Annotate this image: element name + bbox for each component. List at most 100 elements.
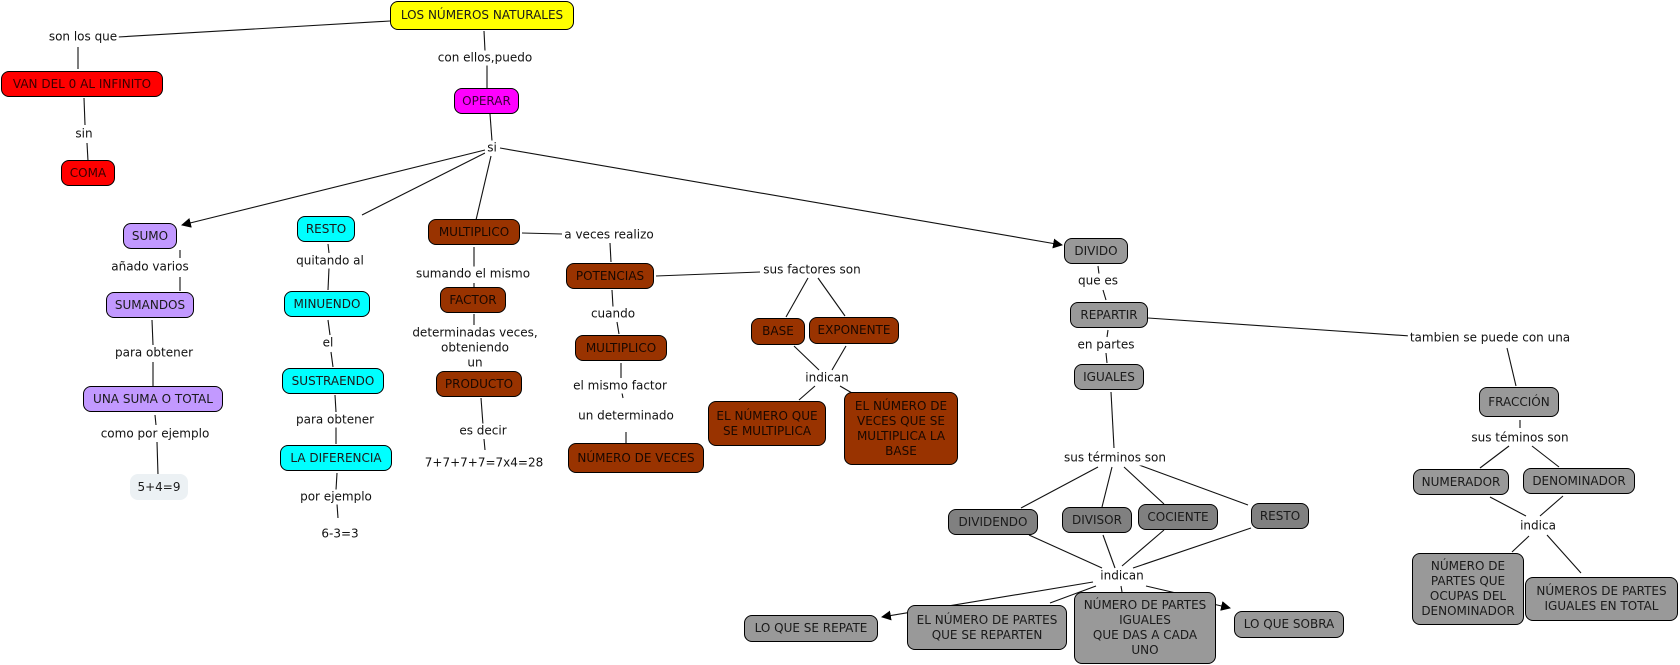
- example-multiplicacion[interactable]: 7+7+7+7=7x4=28: [422, 455, 546, 471]
- edge: [1145, 585, 1177, 594]
- link-el[interactable]: el: [320, 335, 336, 351]
- concept-lo-que-sobra[interactable]: LO QUE SOBRA: [1234, 611, 1344, 638]
- edge: [1120, 585, 1123, 593]
- link-sus-factores-son[interactable]: sus factores son: [761, 262, 863, 278]
- link-sus-terminos-son[interactable]: sus términos son: [1062, 450, 1168, 466]
- concept-numerador[interactable]: NUMERADOR: [1413, 469, 1509, 495]
- link-es-decir[interactable]: es decir: [457, 423, 509, 439]
- edge: [785, 277, 809, 318]
- edge: [1546, 534, 1582, 574]
- edge: [483, 30, 486, 52]
- link-en-partes[interactable]: en partes: [1075, 337, 1137, 353]
- concept-numeros-partes-total[interactable]: NÚMEROS DE PARTES IGUALES EN TOTAL: [1525, 577, 1678, 621]
- concept-operar[interactable]: OPERAR: [454, 88, 519, 114]
- concept-el-numero-que-se-multiplica[interactable]: EL NÚMERO QUE SE MULTIPLICA: [708, 401, 826, 446]
- edge: [616, 321, 620, 335]
- link-indican-potencia[interactable]: indican: [803, 370, 851, 386]
- link-sumando-el-mismo[interactable]: sumando el mismo: [413, 266, 533, 282]
- edge: [1097, 265, 1100, 275]
- edge: [609, 242, 612, 263]
- link-tambien-se-puede[interactable]: tambien se puede con una: [1407, 330, 1573, 346]
- edge: [793, 345, 820, 371]
- concept-exponente[interactable]: EXPONENTE: [809, 317, 899, 344]
- edge: [1105, 352, 1108, 364]
- edge: [1138, 464, 1249, 506]
- concept-multiplico[interactable]: MULTIPLICO: [428, 219, 520, 245]
- link-anado-varios[interactable]: añado varios: [109, 259, 191, 275]
- edge: [611, 289, 614, 308]
- concept-root[interactable]: LOS NÚMEROS NATURALES: [390, 1, 574, 30]
- edge: [117, 20, 391, 38]
- link-por-ejemplo[interactable]: por ejemplo: [298, 489, 374, 505]
- edge: [1511, 535, 1530, 553]
- concept-dividendo[interactable]: DIVIDENDO: [948, 509, 1038, 535]
- edge: [499, 147, 1063, 249]
- concept-denominador[interactable]: DENOMINADOR: [1523, 468, 1635, 494]
- concept-base[interactable]: BASE: [751, 318, 805, 345]
- edge: [1489, 496, 1527, 517]
- concept-sumo[interactable]: SUMO: [123, 223, 177, 249]
- edge: [1506, 347, 1517, 387]
- concept-suma-total[interactable]: UNA SUMA O TOTAL: [83, 386, 223, 412]
- edge: [489, 113, 493, 142]
- edge: [831, 345, 847, 371]
- link-para-obtener[interactable]: para obtener: [112, 345, 196, 361]
- edge: [181, 149, 486, 228]
- concept-coma[interactable]: COMA: [61, 160, 115, 186]
- concept-numero-partes-ocupas[interactable]: NÚMERO DE PARTES QUE OCUPAS DEL DENOMINA…: [1412, 553, 1524, 625]
- link-un-determinado[interactable]: un determinado: [576, 408, 676, 424]
- concept-fraccion[interactable]: FRACCIÓN: [1479, 387, 1559, 417]
- link-son-los-que[interactable]: son los que: [46, 29, 120, 45]
- concept-producto[interactable]: PRODUCTO: [436, 371, 522, 397]
- concept-diferencia[interactable]: LA DIFERENCIA: [280, 445, 392, 471]
- concept-lo-que-se-repate[interactable]: LO QUE SE REPATE: [744, 615, 878, 642]
- concept-sumandos[interactable]: SUMANDOS: [106, 292, 194, 318]
- concept-numero-veces[interactable]: NÚMERO DE VECES: [568, 443, 704, 473]
- link-como-por-ejemplo[interactable]: como por ejemplo: [98, 426, 212, 442]
- edge: [1101, 466, 1113, 508]
- edge: [521, 232, 563, 235]
- edge: [839, 385, 853, 394]
- concept-resto-division[interactable]: RESTO: [1251, 503, 1309, 529]
- link-con-ellos-puedo[interactable]: con ellos,puedo: [435, 50, 535, 66]
- concept-iguales[interactable]: IGUALES: [1074, 364, 1144, 390]
- concept-cociente[interactable]: COCIENTE: [1138, 504, 1218, 530]
- edge: [151, 319, 154, 346]
- link-el-mismo-factor[interactable]: el mismo factor: [571, 378, 669, 394]
- edge: [1106, 329, 1109, 338]
- edge: [1539, 495, 1564, 517]
- concept-factor[interactable]: FACTOR: [440, 287, 506, 313]
- concept-potencias[interactable]: POTENCIAS: [566, 263, 654, 289]
- link-indican-division[interactable]: indican: [1098, 568, 1146, 584]
- concept-ejemplo-suma[interactable]: 5+4=9: [130, 474, 188, 500]
- edge: [798, 385, 816, 401]
- link-para-obtener-resta[interactable]: para obtener: [293, 412, 377, 428]
- concept-repartir[interactable]: REPARTIR: [1070, 302, 1148, 328]
- concept-numero-partes-iguales[interactable]: NÚMERO DE PARTES IGUALES QUE DAS A CADA …: [1074, 592, 1216, 664]
- link-si[interactable]: si: [485, 140, 499, 156]
- concept-multiplico-potencia[interactable]: MULTIPLICO: [575, 335, 667, 361]
- concept-numero-veces-base[interactable]: EL NÚMERO DE VECES QUE SE MULTIPLICA LA …: [844, 392, 958, 465]
- edge: [483, 438, 486, 451]
- edge: [480, 397, 484, 426]
- edge: [1123, 466, 1165, 505]
- link-determinadas-veces[interactable]: determinadas veces, obteniendo un: [410, 325, 540, 371]
- link-quitando-al[interactable]: quitando al: [294, 253, 366, 269]
- concept-divido[interactable]: DIVIDO: [1064, 238, 1128, 264]
- concept-divisor[interactable]: DIVISOR: [1062, 507, 1132, 533]
- link-sus-teminos-son[interactable]: sus téminos son: [1469, 430, 1571, 446]
- concept-numero-partes-reparten[interactable]: EL NÚMERO DE PARTES QUE SE REPARTEN: [907, 605, 1067, 650]
- edge: [361, 152, 486, 216]
- link-indica[interactable]: indica: [1518, 518, 1558, 534]
- concept-resto[interactable]: RESTO: [297, 216, 355, 242]
- edge: [86, 142, 89, 162]
- link-que-es[interactable]: que es: [1075, 273, 1121, 289]
- edge: [1531, 445, 1560, 468]
- link-a-veces-realizo[interactable]: a veces realizo: [562, 227, 656, 243]
- concept-minuendo[interactable]: MINUENDO: [284, 291, 370, 317]
- link-sin[interactable]: sin: [73, 126, 95, 142]
- link-cuando[interactable]: cuando: [588, 306, 638, 322]
- concept-van-del-0[interactable]: VAN DEL 0 AL INFINITO: [1, 71, 163, 97]
- example-resta[interactable]: 6-3=3: [319, 526, 361, 542]
- concept-sustraendo[interactable]: SUSTRAENDO: [282, 368, 384, 394]
